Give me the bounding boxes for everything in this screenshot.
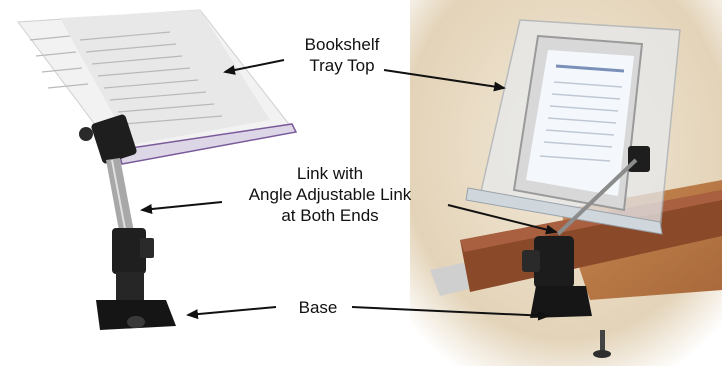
link-label: Link with Angle Adjustable Link at Both … xyxy=(210,163,450,226)
link-label-line3: at Both Ends xyxy=(210,205,450,226)
link-label-line1: Link with xyxy=(210,163,450,184)
base-label: Base xyxy=(268,297,368,318)
tablet-stand-photo xyxy=(410,0,722,366)
bookshelf-label-line2: Tray Top xyxy=(282,55,402,76)
link-label-line2: Angle Adjustable Link xyxy=(210,184,450,205)
bookshelf-tray-top-label: Bookshelf Tray Top xyxy=(282,34,402,76)
bookshelf-label-line1: Bookshelf xyxy=(282,34,402,55)
